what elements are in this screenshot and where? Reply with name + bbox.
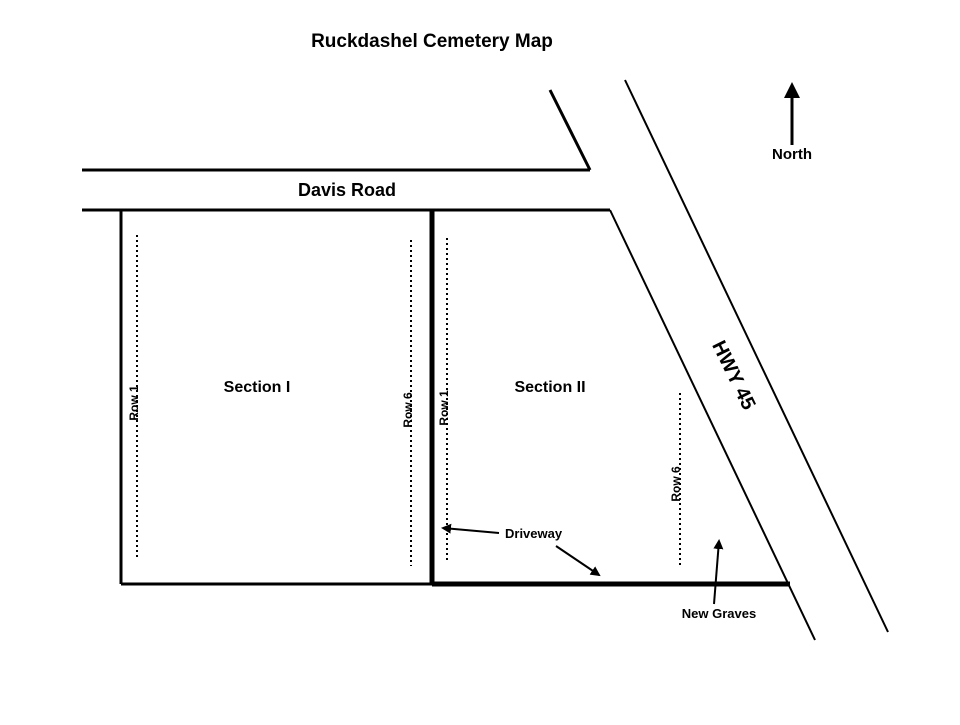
driveway-label: Driveway — [505, 526, 563, 541]
new-graves-pointer — [713, 539, 724, 605]
section-1-row-1-label: Row 1 — [127, 385, 141, 421]
map-title: Ruckdashel Cemetery Map — [311, 31, 553, 52]
highway-west-edge — [609, 209, 816, 641]
driveway-pointer-left — [441, 523, 500, 534]
new-graves-label: New Graves — [682, 606, 756, 621]
north-arrow-icon — [784, 82, 800, 98]
section-2-label: Section II — [514, 379, 585, 396]
north-label: North — [772, 146, 812, 163]
section-1-row-6-label: Row 6 — [401, 392, 415, 428]
section-1-label: Section I — [224, 379, 291, 396]
section-2-row-6-label: Row 6 — [669, 466, 683, 502]
driveway-pointer-down — [555, 545, 601, 577]
highway-east-edge — [624, 79, 889, 633]
highway-label: HWY 45 — [707, 337, 759, 413]
davis-road-corner-edge — [548, 89, 592, 171]
section-2-row-1-label: Row 1 — [437, 390, 451, 426]
davis-road-label: Davis Road — [298, 180, 396, 200]
